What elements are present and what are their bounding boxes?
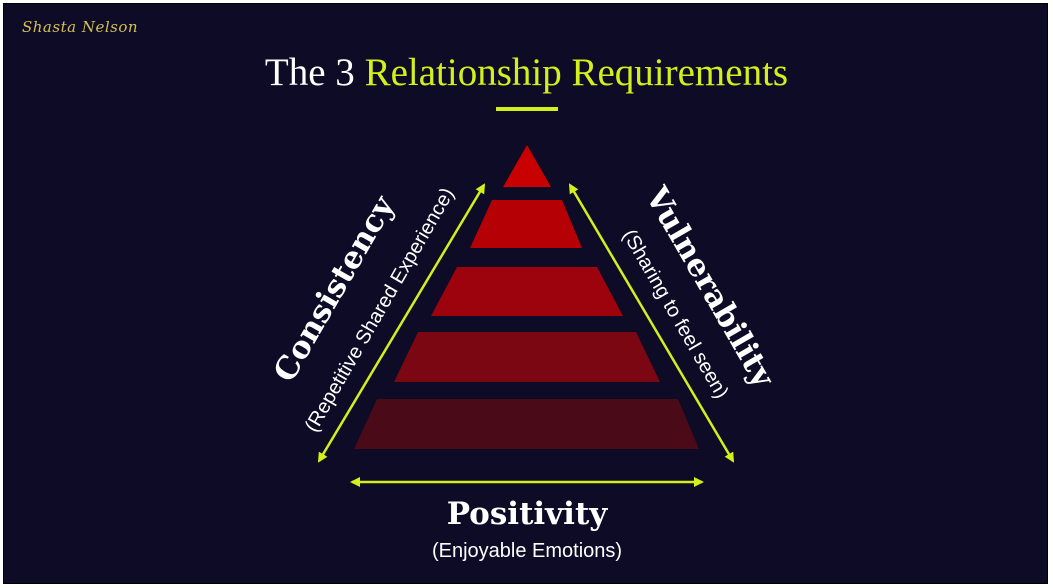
positivity-label: Positivity	[447, 496, 609, 532]
title-prefix: The 3	[264, 51, 365, 94]
left-side-arrow	[317, 183, 486, 463]
right-side-arrow	[568, 183, 735, 463]
title-highlight: Relationship Requirements	[364, 51, 789, 94]
pyramid-level-1	[503, 145, 551, 187]
pyramid-level-4	[394, 332, 660, 382]
title-underline	[496, 107, 558, 111]
pyramid-level-5	[354, 399, 699, 449]
signature-logo: Shasta Nelson	[22, 18, 139, 36]
pyramid-level-3	[431, 267, 623, 316]
pyramid-level-2	[470, 200, 582, 248]
positivity-sublabel: (Enjoyable Emotions)	[432, 540, 622, 562]
page-title: The 3 Relationship Requirements	[0, 50, 1053, 95]
